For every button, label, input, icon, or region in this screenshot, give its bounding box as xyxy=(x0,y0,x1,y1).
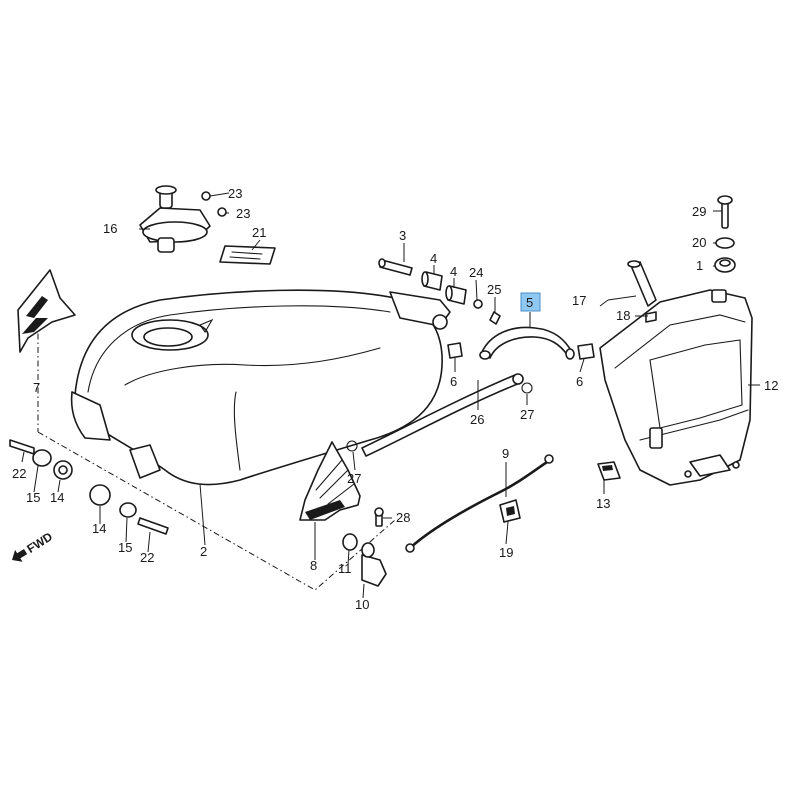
part-reserve-tank xyxy=(599,289,753,486)
part-drain-tube xyxy=(346,373,533,457)
callout-24: 24 xyxy=(469,265,483,280)
fwd-arrow-icon xyxy=(12,548,28,562)
callout-22-left: 22 xyxy=(12,466,26,481)
part-mount-rubbers-left xyxy=(9,439,169,535)
part-caution-label xyxy=(219,245,276,265)
callout-8: 8 xyxy=(310,558,317,573)
callout-23-upper: 23 xyxy=(228,186,242,201)
callout-1: 1 xyxy=(696,258,703,273)
part-pipe-and-grommets xyxy=(378,258,501,325)
callout-14-left: 14 xyxy=(50,490,64,505)
part-bracket-and-damper xyxy=(342,507,387,587)
callout-labels: 16 23 23 21 3 4 4 24 25 5 6 6 17 18 29 2… xyxy=(12,186,778,612)
callout-6-left: 6 xyxy=(450,374,457,389)
callout-3: 3 xyxy=(399,228,406,243)
callout-27-left: 27 xyxy=(347,471,361,486)
callout-28: 28 xyxy=(396,510,410,525)
callout-9: 9 xyxy=(502,446,509,461)
assembly-lines xyxy=(37,320,396,591)
callout-5: 5 xyxy=(526,295,533,310)
part-small-bracket xyxy=(597,461,621,481)
part-right-tank-emblem xyxy=(299,441,361,521)
leader-lines xyxy=(21,192,760,599)
part-tank-mount-hardware xyxy=(714,195,736,273)
callout-13: 13 xyxy=(596,496,610,511)
part-fuel-cap xyxy=(139,185,227,253)
callout-27-right: 27 xyxy=(520,407,534,422)
callout-10: 10 xyxy=(355,597,369,612)
callout-4-left: 4 xyxy=(430,251,437,266)
part-cable-clip xyxy=(499,499,521,523)
callout-22-right: 22 xyxy=(140,550,154,565)
callout-2: 2 xyxy=(200,544,207,559)
part-fuel-tank xyxy=(70,289,451,486)
callout-17: 17 xyxy=(572,293,586,308)
callout-14-right: 14 xyxy=(92,521,106,536)
fwd-label: FWD xyxy=(24,529,55,556)
callout-7: 7 xyxy=(33,380,40,395)
callout-29: 29 xyxy=(692,204,706,219)
callout-26: 26 xyxy=(470,412,484,427)
callout-4-right: 4 xyxy=(450,264,457,279)
part-breather-hose xyxy=(479,326,575,360)
callout-25: 25 xyxy=(487,282,501,297)
part-cable xyxy=(405,454,554,553)
callout-11: 11 xyxy=(338,561,352,576)
callout-18: 18 xyxy=(616,308,630,323)
part-hose-clamps xyxy=(447,342,595,360)
fwd-indicator: FWD xyxy=(12,529,55,562)
callout-20: 20 xyxy=(692,235,706,250)
callout-23-lower: 23 xyxy=(236,206,250,221)
callout-5-highlight xyxy=(520,292,541,312)
callout-6-right: 6 xyxy=(576,374,583,389)
callout-15-left: 15 xyxy=(26,490,40,505)
part-fuel-gauge-sender xyxy=(627,260,657,323)
callout-19: 19 xyxy=(499,545,513,560)
callout-16: 16 xyxy=(103,221,117,236)
callout-21: 21 xyxy=(252,225,266,240)
callout-15-right: 15 xyxy=(118,540,132,555)
callout-12: 12 xyxy=(764,378,778,393)
part-left-tank-emblem xyxy=(17,269,76,353)
